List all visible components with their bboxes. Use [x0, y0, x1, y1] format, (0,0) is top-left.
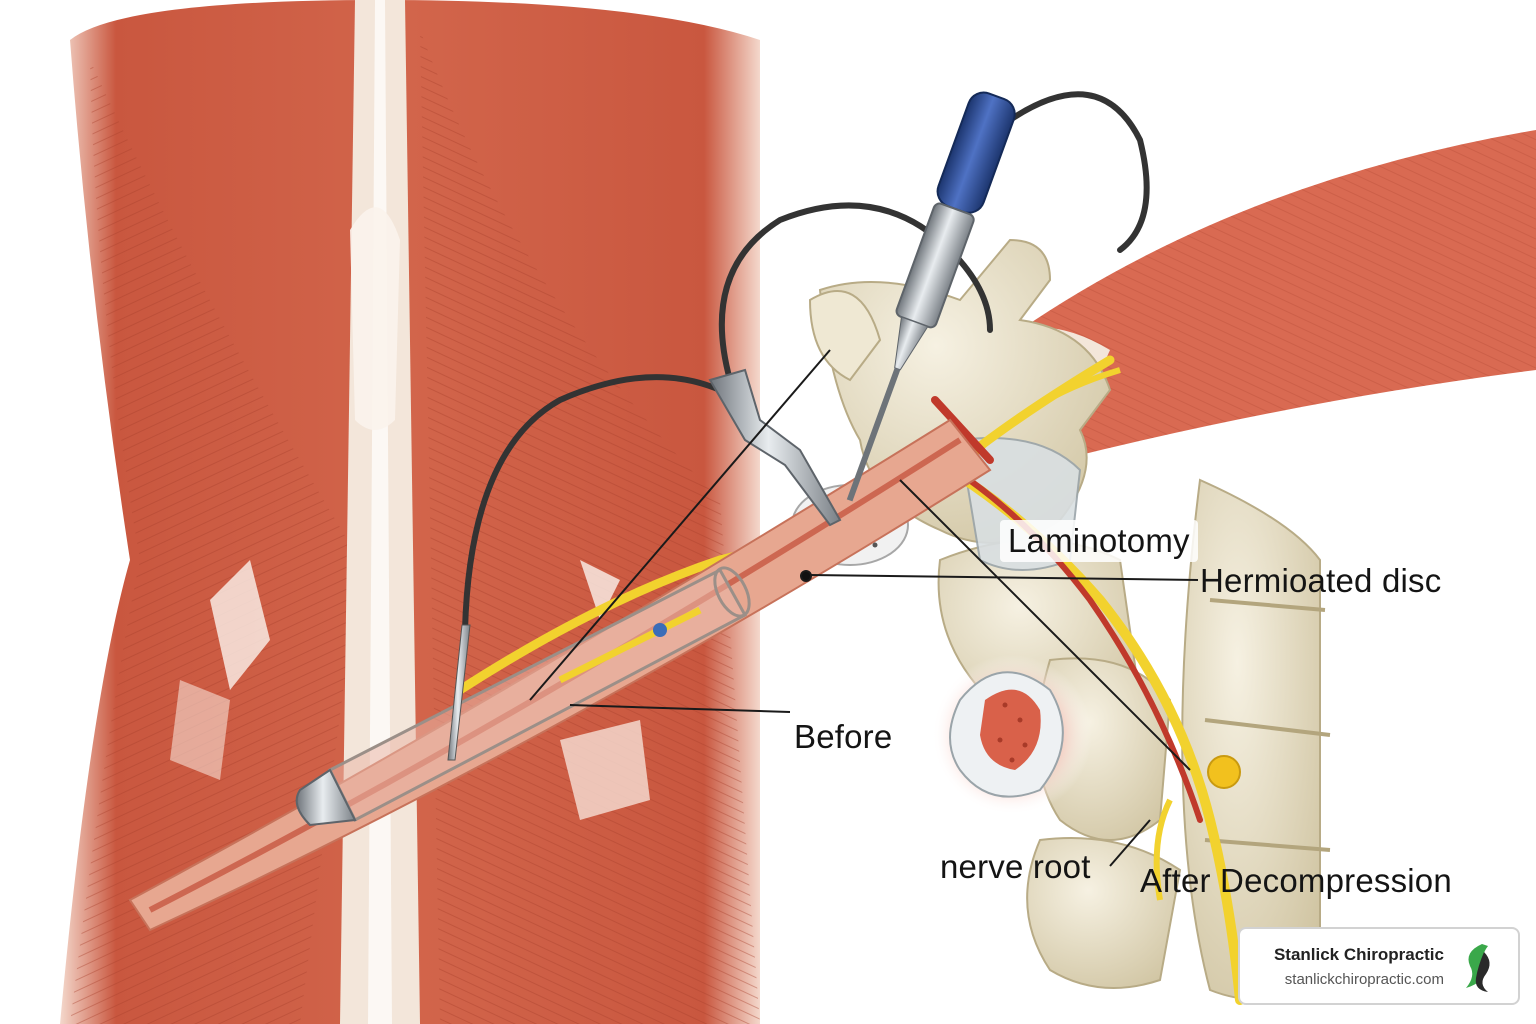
- disc-inset: [932, 655, 1092, 815]
- tubular-retractor: [295, 566, 751, 827]
- brand-url: stanlickchiropractic.com: [1284, 971, 1444, 988]
- label-nerve-root: nerve root: [940, 848, 1091, 885]
- surgical-instruments: [447, 91, 1016, 761]
- back-muscles: [60, 0, 760, 1024]
- arm-muscle: [1020, 130, 1536, 460]
- instrument-cables: [462, 91, 1150, 633]
- label-laminotomy: Laminotomy: [1000, 520, 1198, 562]
- leader-lines: [529, 349, 1199, 867]
- label-before: Before: [794, 718, 893, 755]
- brand-name: Stanlick Chiropractic: [1273, 945, 1444, 964]
- spine-leaf-icon: [1466, 944, 1490, 992]
- label-herniated-disc: Hermioated disc: [1200, 562, 1442, 599]
- label-after-decompression: After Decompression: [1140, 862, 1452, 899]
- brand-card: Stanlick Chiropractic stanlickchiropract…: [1238, 927, 1520, 1005]
